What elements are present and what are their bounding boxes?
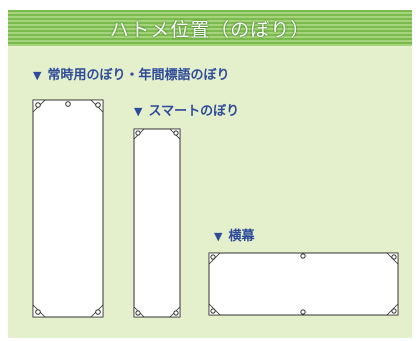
flag-outline [133, 128, 181, 318]
label-banner: ▼横幕 [214, 229, 255, 244]
grommet-icon [173, 130, 179, 136]
title-banner: ハトメ位置（のぼり） [8, 10, 412, 46]
down-triangle-icon: ▼ [33, 69, 42, 82]
grommet-icon [391, 308, 397, 314]
horizontal-banner [208, 252, 399, 316]
grommet-icon [95, 309, 101, 315]
grommet-icon [300, 253, 306, 259]
grommet-icon [135, 310, 141, 316]
grommet-icon [35, 309, 41, 315]
page-title: ハトメ位置（のぼり） [109, 18, 311, 41]
down-triangle-icon: ▼ [134, 105, 143, 118]
grommet-icon [210, 254, 216, 260]
grommet-icon [210, 308, 216, 314]
flag-outline [32, 99, 104, 318]
grommet-icon [35, 102, 41, 108]
banner-outline [208, 252, 399, 316]
grommet-icon [65, 101, 71, 107]
down-triangle-icon: ▼ [214, 230, 223, 243]
grommet-icon [300, 309, 306, 315]
grommet-icon [173, 310, 179, 316]
grommet-icon [95, 102, 101, 108]
grommet-icon [135, 130, 141, 136]
label-smart-nobori: ▼スマートのぼり [134, 104, 240, 119]
regular-nobori-flag [32, 99, 104, 318]
grommet-icon [391, 254, 397, 260]
smart-nobori-flag [133, 128, 181, 318]
label-regular-nobori: ▼常時用のぼり・年間標語のぼり [33, 68, 230, 83]
